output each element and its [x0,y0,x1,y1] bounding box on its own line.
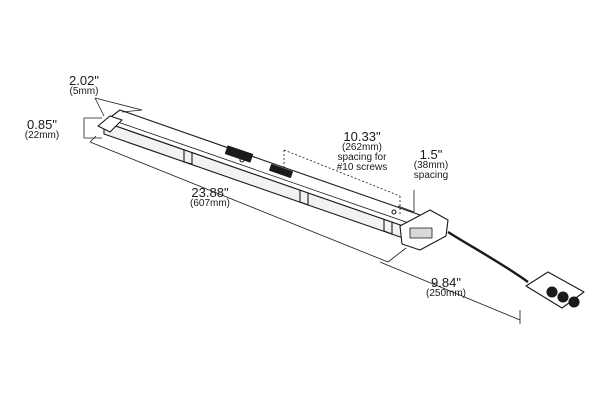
lead-metric-value: (250mm) [425,288,466,299]
end-spacing-dimension-label: 1.5" (38mm) spacing [406,148,456,181]
mount-foot-1 [183,150,193,165]
mount-spacing-inch-value: 10.33" [343,129,381,144]
length-metric-value: (607mm) [189,198,230,209]
mount-spacing-dim-line [283,149,401,197]
right-end-vent [409,227,433,239]
mount-spacing-note-1: spacing for [337,152,387,163]
plug-connector [525,271,585,309]
width-dimension-label: 2.02" (5mm) [58,74,110,97]
width-metric-value: (5mm) [69,86,99,97]
lead-dim-line [379,261,521,321]
left-end-cap [97,115,123,133]
label-block-1 [224,145,254,163]
length-dimension-label: 23.88" (607mm) [180,186,240,209]
width-inch-value: 2.02" [69,73,99,88]
mount-foot-3 [383,219,393,235]
screw-hole-2 [391,209,397,215]
height-metric-value: (22mm) [24,130,60,141]
height-inch-value: 0.85" [27,117,57,132]
end-spacing-metric-value: (38mm) [413,160,449,171]
end-spacing-note: spacing [413,170,449,181]
lead-cable [447,230,529,283]
mount-spacing-dimension-label: 10.33" (262mm) spacing for #10 screws [326,130,398,173]
mount-spacing-metric-value: (262mm) [341,142,382,153]
mount-foot-2 [299,190,309,206]
lead-inch-value: 9.84" [431,275,461,290]
end-spacing-dim-line [397,205,415,213]
label-block-2 [269,164,293,178]
mount-spacing-note-2: #10 screws [336,162,388,173]
width-dim-line [94,97,143,111]
length-inch-value: 23.88" [191,185,229,200]
length-dim-line [89,141,389,263]
screw-hole-1 [239,157,245,163]
lead-dimension-label: 9.84" (250mm) [416,276,476,299]
end-spacing-inch-value: 1.5" [419,147,443,162]
height-dimension-label: 0.85" (22mm) [14,118,70,141]
